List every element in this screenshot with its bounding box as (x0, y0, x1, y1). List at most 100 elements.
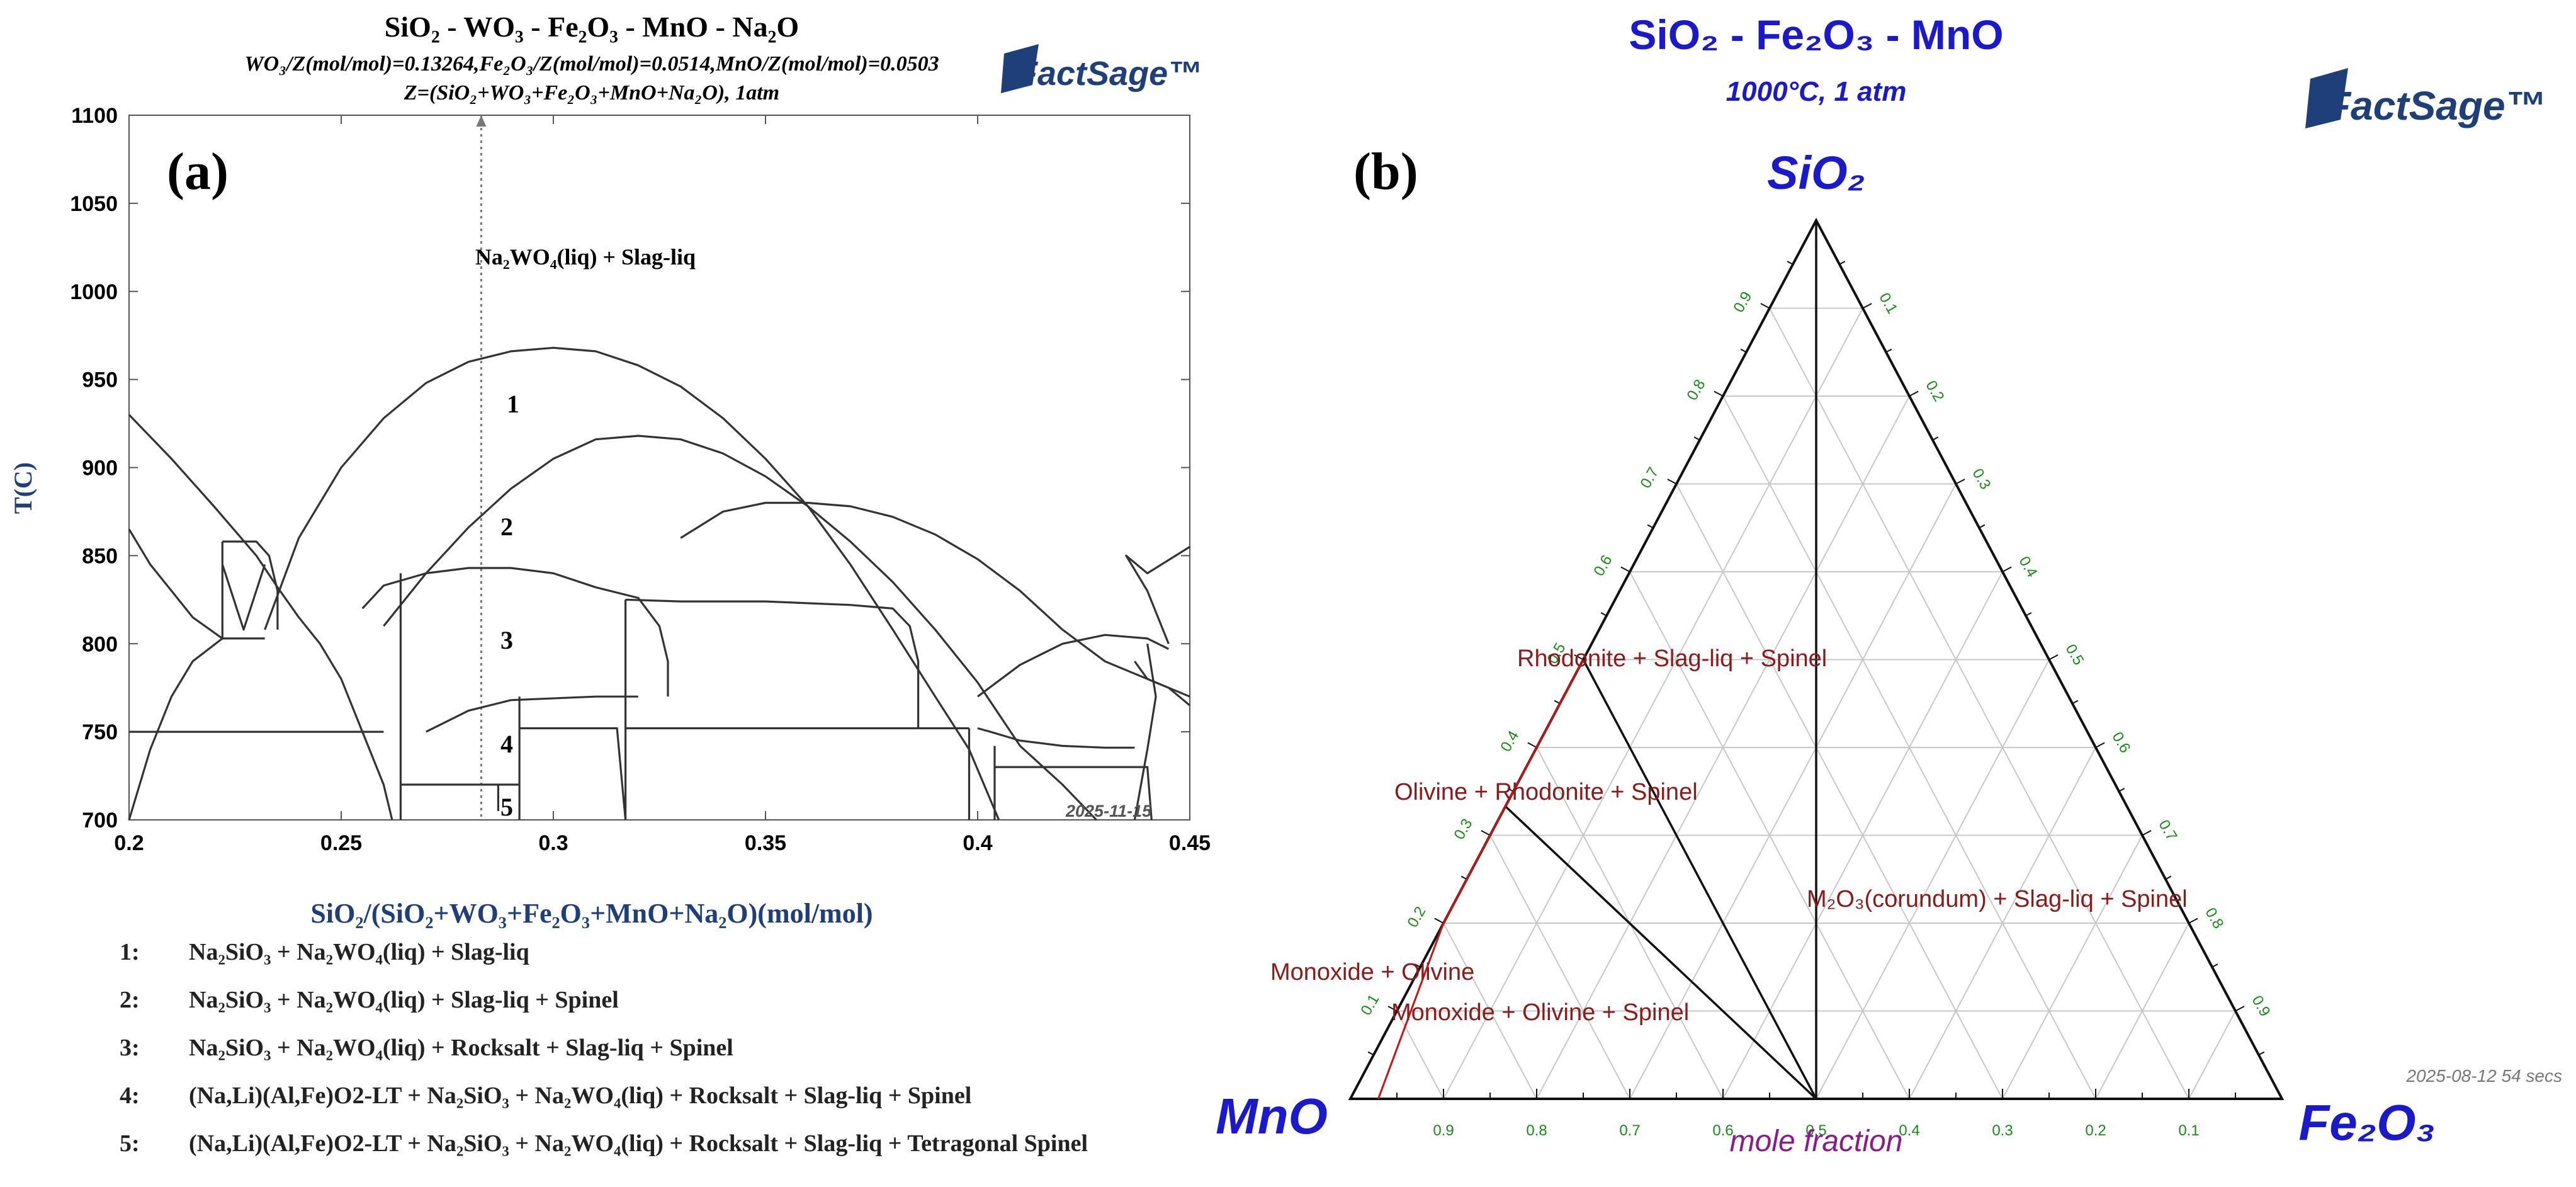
region-number-4: 4 (500, 730, 513, 758)
phase-boundaries-a (128, 346, 1191, 821)
tick-label-left: 0.8 (1683, 377, 1709, 403)
phase-boundary-line (625, 598, 920, 729)
edge-tick (2095, 742, 2105, 748)
dotted-line-arrowhead (476, 115, 487, 127)
legend-text: (Na,Li)(Al,Fe)O2-LT + Na₂SiO₃ + Na₂WO₄(l… (189, 1130, 1088, 1157)
tick-label-bottom: 0.4 (1899, 1122, 1919, 1139)
legend-row: 2:Na₂SiO₃ + Na₂WO₄(liq) + Slag-liq + Spi… (120, 986, 619, 1014)
tick-label-left: 0.2 (1404, 904, 1429, 930)
tick-label-left: 0.7 (1637, 465, 1662, 491)
grid-line (1489, 835, 1630, 1099)
tick-label-bottom: 0.9 (1433, 1122, 1454, 1139)
edge-tick (1667, 479, 1677, 485)
legend-text: Na₂SiO₃ + Na₂WO₄(liq) + Rocksalt + Slag-… (189, 1035, 733, 1061)
edge-tick (1620, 566, 1630, 572)
edge-tick (1693, 436, 1700, 441)
ternary-diagram-b: SiO₂ - Fe₂O₃ - MnO 1000°C, 1 atm FactSag… (1216, 11, 2562, 1158)
grid-line (1769, 308, 2189, 1099)
edge-tick (2072, 700, 2079, 705)
phase-boundary-line (1133, 644, 1157, 821)
tick-label-right: 0.8 (2201, 905, 2227, 931)
edge-tick (2235, 1006, 2245, 1012)
corner-label-right: Fe₂O₃ (2298, 1094, 2435, 1150)
tick-label-right: 0.7 (2155, 817, 2180, 844)
region-label: Olivine + Rhodonite + Spinel (1394, 779, 1698, 805)
legend-number: 2: (120, 987, 140, 1013)
edge-tick (1862, 303, 1872, 309)
corner-label-top: SiO₂ (1767, 147, 1865, 199)
phase-boundary-line (221, 564, 266, 631)
corner-label-left: MnO (1216, 1088, 1328, 1144)
edge-tick (1839, 261, 1846, 265)
tick-label-bottom: 0.6 (1712, 1122, 1733, 1139)
tick-label-right: 0.4 (2015, 554, 2040, 580)
top-region-label: Na₂WO₄(liq) + Slag-liq (475, 244, 696, 270)
grid-line (1629, 484, 1957, 1099)
phase-boundary-line (977, 727, 1135, 749)
tick-label-right: 0.6 (2108, 729, 2133, 756)
phase-boundary-line (519, 727, 627, 821)
phase-boundary-line (977, 633, 1170, 698)
y-tick-label: 1000 (70, 280, 118, 304)
legend-row: 5:(Na,Li)(Al,Fe)O2-LT + Na₂SiO₃ + Na₂WO₄… (120, 1130, 1088, 1157)
edge-tick (1574, 654, 1584, 661)
panel-b-title: SiO₂ - Fe₂O₃ - MnO (1629, 11, 2003, 58)
panel-a-title: SiO₂ - WO₃ - Fe₂O₃ - MnO - Na₂O (385, 11, 799, 43)
legend-number: 3: (120, 1035, 140, 1061)
edge-tick (1460, 875, 1467, 880)
y-tick-label: 750 (82, 720, 118, 744)
region-label: M₂O₃(corundum) + Slag-liq + Spinel (1807, 886, 2188, 912)
y-axis-label-a: T(C) (9, 462, 37, 514)
footer-stamp-b: 2025-08-12 54 secs (2405, 1066, 2562, 1086)
y-tick-label: 1100 (71, 104, 118, 128)
factsage-logo-text-b: FactSage™ (2326, 83, 2546, 128)
y-tick-label: 1050 (70, 192, 118, 216)
phase-boundary-line (128, 528, 265, 640)
legend-number: 4: (120, 1082, 140, 1109)
y-tick-label: 700 (82, 809, 118, 832)
edge-tick (1647, 524, 1654, 529)
grid-line (1443, 308, 1863, 1099)
x-tick-label: 0.2 (114, 831, 144, 855)
panel-a-subtitle-2: Z=(SiO₂+WO₃+Fe₂O₃+MnO+Na₂O), 1atm (404, 81, 779, 105)
edge-tick (1554, 700, 1561, 705)
region-label: Monoxide + Olivine (1270, 959, 1474, 985)
phase-boundary-line (383, 434, 1097, 821)
edge-tick (1387, 1006, 1398, 1012)
legend-text: (Na,Li)(Al,Fe)O2-LT + Na₂SiO₃ + Na₂WO₄(l… (189, 1082, 972, 1109)
edge-tick (1481, 830, 1491, 836)
x-tick-label: 0.35 (745, 831, 786, 855)
x-tick-label: 0.3 (538, 831, 568, 855)
panel-a-label: (a) (167, 142, 229, 201)
grid-line (2095, 923, 2189, 1099)
region-label: Rhodonite + Slag-liq + Spinel (1517, 645, 1827, 672)
edge-tick (2258, 1051, 2265, 1056)
phase-boundary-line (128, 414, 393, 821)
tick-label-right: 0.5 (2062, 642, 2087, 668)
y-tick-label: 800 (82, 632, 118, 656)
tick-label-left: 0.4 (1497, 728, 1522, 754)
tick-label-bottom: 0.2 (2085, 1122, 2106, 1139)
edge-tick (2212, 963, 2218, 968)
tick-label-right: 0.2 (1922, 378, 1947, 404)
edge-tick (2188, 917, 2198, 924)
legend-row: 3: Na₂SiO₃ + Na₂WO₄(liq) + Rocksalt + Sla… (120, 1034, 733, 1062)
legend-row: 4: (Na,Li)(Al,Fe)O2-LT + Na₂SiO₃ + Na₂WO₄… (120, 1082, 971, 1110)
grid-line (1816, 659, 2050, 1099)
edge-tick (1955, 479, 1965, 485)
edge-tick (1414, 963, 1421, 968)
panel-a: SiO₂ - WO₃ - Fe₂O₃ - MnO - Na₂O WO₃/Z(mo… (0, 0, 1211, 1184)
panel-a-subtitle-1: WO₃/Z(mol/mol)=0.13264,Fe₂O₃/Z(mol/mol)=… (244, 52, 939, 76)
panel-b-label: (b) (1353, 142, 1418, 201)
ternary-boundary-line (1377, 659, 1585, 1099)
phase-boundary-line (128, 637, 223, 821)
edge-tick (2002, 566, 2012, 572)
tick-label-right: 0.9 (2248, 993, 2273, 1019)
edge-tick (1507, 788, 1514, 792)
region-number-1: 1 (507, 390, 519, 418)
grid-line (1909, 747, 2096, 1099)
y-tick-label: 850 (82, 544, 118, 568)
tick-label-left: 0.6 (1590, 552, 1615, 579)
tick-label-bottom: 0.8 (1526, 1122, 1547, 1139)
edge-tick (1600, 612, 1607, 616)
